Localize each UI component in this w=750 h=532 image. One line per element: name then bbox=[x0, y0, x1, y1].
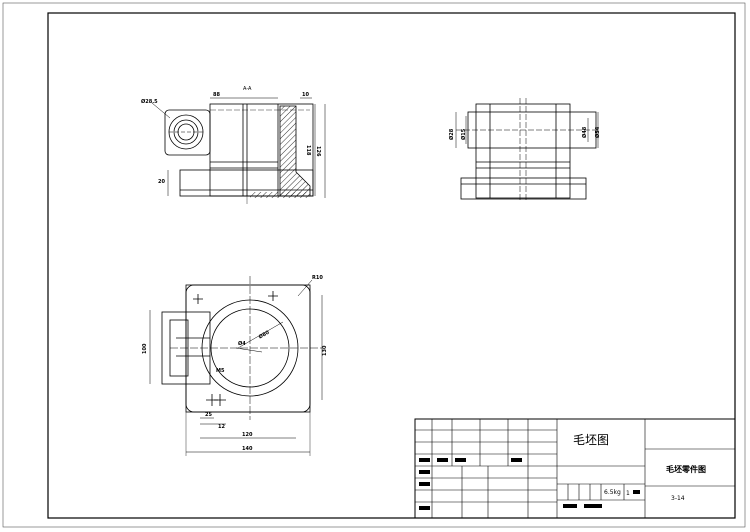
front-wall: 10 bbox=[302, 92, 309, 98]
side-right-inner: Ø48 bbox=[581, 126, 588, 138]
top-center-mark: Ø4 bbox=[238, 340, 246, 347]
side-left-inner: Ø15 bbox=[460, 128, 467, 140]
side-right-outer: Ø54 bbox=[594, 126, 601, 138]
top-width-inner: 120 bbox=[242, 432, 253, 438]
front-top-width: 88 bbox=[213, 92, 220, 98]
inner-border bbox=[47, 12, 736, 519]
top-bore: Ø80 bbox=[257, 329, 271, 341]
front-section-view: A-A bbox=[151, 86, 326, 204]
weight-value: 6.5kg bbox=[604, 489, 621, 496]
front-inner-height: 118 bbox=[305, 145, 311, 156]
title-block-fills bbox=[419, 458, 640, 510]
side-view bbox=[455, 98, 600, 200]
top-bolt: M5 bbox=[216, 368, 225, 374]
top-offset-1: 25 bbox=[205, 412, 212, 418]
side-left-outer: Ø28 bbox=[448, 128, 455, 140]
front-total-height: 126 bbox=[315, 146, 321, 157]
top-width-total: 140 bbox=[242, 446, 253, 452]
front-base-height: 20 bbox=[158, 179, 165, 185]
top-radius: R10 bbox=[312, 275, 323, 281]
part-title: 毛坯零件图 bbox=[666, 464, 706, 474]
top-view bbox=[149, 276, 323, 456]
scale-value: 1 bbox=[626, 490, 630, 497]
drawing-number: 3-14 bbox=[671, 495, 685, 502]
front-hole-dia: Ø28.5 bbox=[141, 98, 158, 105]
drawing-name: 毛坯图 bbox=[573, 433, 609, 447]
title-block bbox=[414, 418, 736, 519]
section-label: A-A bbox=[243, 86, 252, 92]
top-offset-2: 12 bbox=[218, 424, 225, 430]
top-height-left: 100 bbox=[142, 343, 148, 354]
top-height-right: 130 bbox=[322, 345, 328, 356]
